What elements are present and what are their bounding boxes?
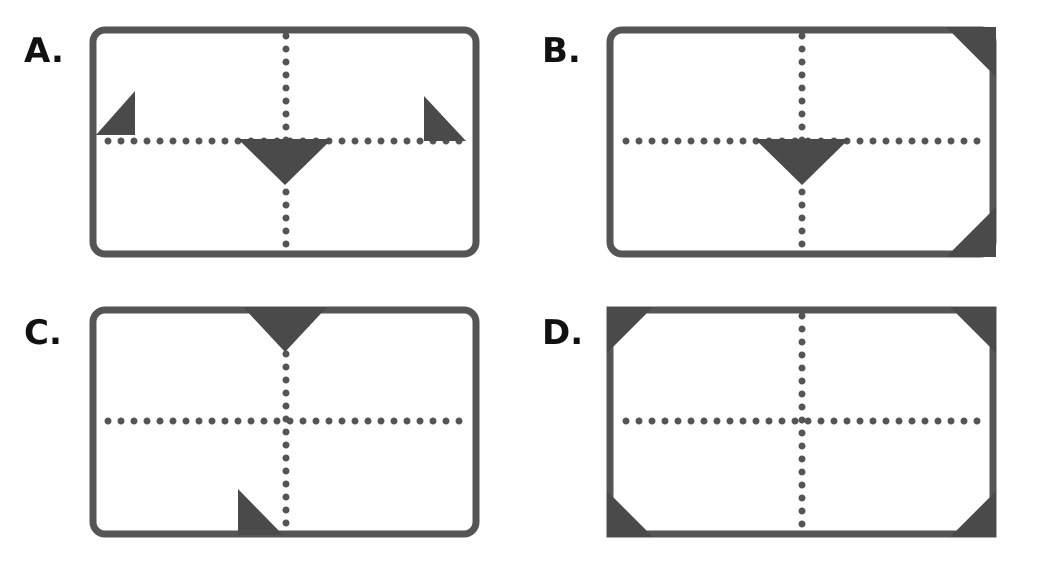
option-d-bottom-right-corner-mark	[950, 491, 996, 537]
option-a-left-triangle-mark	[96, 91, 135, 135]
option-b-top-right-corner-mark	[946, 27, 996, 77]
option-b-bottom-right-corner-mark	[946, 207, 996, 257]
option-b-frame	[606, 26, 997, 258]
option-b-panel[interactable]	[606, 26, 997, 258]
option-d-bottom-left-corner-mark	[607, 491, 653, 537]
option-c-panel[interactable]	[89, 306, 480, 538]
option-a-label: A.	[24, 31, 64, 71]
option-c-top-triangle-mark	[243, 307, 327, 352]
option-b-label: B.	[542, 31, 581, 71]
option-a-center-triangle-mark	[238, 139, 332, 185]
option-d-panel[interactable]	[606, 306, 997, 538]
option-c-label: C.	[24, 313, 62, 353]
option-a-right-triangle-mark	[424, 96, 466, 141]
option-d-label: D.	[542, 313, 584, 353]
option-d-frame	[606, 306, 997, 538]
option-a-panel[interactable]	[89, 26, 480, 258]
option-d-top-right-corner-mark	[950, 307, 996, 353]
option-b-center-triangle-mark	[755, 139, 849, 185]
option-d-top-left-corner-mark	[607, 307, 653, 353]
option-a-frame	[89, 26, 480, 258]
option-c-bottom-triangle-mark	[238, 489, 283, 535]
